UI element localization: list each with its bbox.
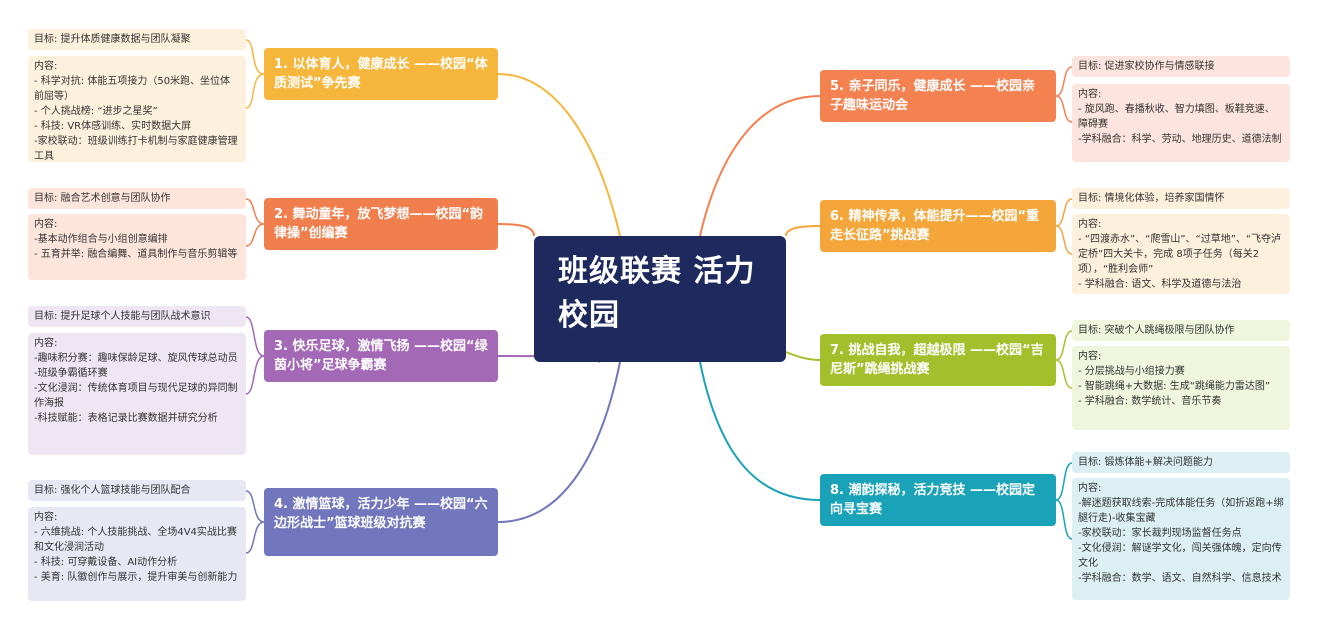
content-8: 内容: -解迷题获取线索-完成体能任务（如折返跑+绑腿行走)-收集宝藏 -家校联… bbox=[1072, 478, 1290, 600]
topic-6[interactable]: 6. 精神传承，体能提升——校园“重走长征路”挑战赛 bbox=[820, 200, 1056, 252]
link-center-topic-8 bbox=[699, 361, 821, 501]
topic-8[interactable]: 8. 潮韵探秘，活力竞技 ——校园定向寻宝赛 bbox=[820, 474, 1056, 526]
link-topic-7-content bbox=[1055, 359, 1073, 389]
link-topic-3-content bbox=[245, 355, 265, 395]
link-topic-4-goal bbox=[245, 490, 265, 523]
content-4: 内容: - 六维挑战: 个人技能挑战、全场4V4实战比赛和文化浸润活动 - 科技… bbox=[28, 507, 246, 601]
link-topic-2-goal bbox=[245, 198, 265, 225]
topic-4[interactable]: 4. 激情篮球，活力少年 ——校园“六边形战士”篮球班级对抗赛 bbox=[264, 488, 498, 556]
central-topic[interactable]: 班级联赛 活力校园 bbox=[534, 236, 786, 362]
link-topic-5-content bbox=[1055, 95, 1073, 123]
goal-7: 目标: 突破个人跳绳极限与团队协作 bbox=[1072, 320, 1290, 341]
link-topic-2-content bbox=[245, 223, 265, 247]
link-topic-1-content bbox=[245, 73, 265, 109]
link-topic-4-content bbox=[245, 521, 265, 554]
goal-6: 目标: 情境化体验，培养家国情怀 bbox=[1072, 188, 1290, 209]
goal-4: 目标: 强化个人篮球技能与团队配合 bbox=[28, 480, 246, 501]
topic-2[interactable]: 2. 舞动童年，放飞梦想——校园“韵律操”创编赛 bbox=[264, 198, 498, 250]
topic-3[interactable]: 3. 快乐足球，激情飞扬 ——校园“绿茵小将”足球争霸赛 bbox=[264, 330, 498, 382]
link-topic-7-goal bbox=[1055, 330, 1073, 361]
link-center-topic-6 bbox=[785, 225, 821, 237]
goal-5: 目标: 促进家校协作与情感联接 bbox=[1072, 56, 1290, 77]
content-1: 内容: - 科学对抗: 体能五项接力（50米跑、坐位体前屈等） - 个人挑战榜:… bbox=[28, 56, 246, 162]
topic-1[interactable]: 1. 以体育人，健康成长 ——校园“体质测试”争先赛 bbox=[264, 48, 498, 100]
content-5: 内容: - 旋风跑、春播秋收、智力填图、板鞋竞速、障碍赛 -学科融合：科学、劳动… bbox=[1072, 84, 1290, 162]
link-topic-3-goal bbox=[245, 316, 265, 357]
topic-5[interactable]: 5. 亲子同乐，健康成长 ——校园亲子趣味运动会 bbox=[820, 70, 1056, 122]
content-7: 内容: - 分层挑战与小组接力赛 - 智能跳绳+大数据: 生成“跳绳能力雷达图”… bbox=[1072, 346, 1290, 430]
content-2: 内容: -基本动作组合与小组创意编排 - 五育并举: 融合编舞、道具制作与音乐剪… bbox=[28, 214, 246, 280]
goal-8: 目标: 锻炼体能+解决问题能力 bbox=[1072, 452, 1290, 473]
content-6: 内容: - “四渡赤水”、“爬雪山”、“过草地”、“飞夺泸定桥”四大关卡，完成 … bbox=[1072, 214, 1290, 294]
link-topic-8-content bbox=[1055, 499, 1073, 540]
link-topic-6-content bbox=[1055, 225, 1073, 255]
link-topic-5-goal bbox=[1055, 66, 1073, 97]
link-topic-8-goal bbox=[1055, 462, 1073, 501]
goal-3: 目标: 提升足球个人技能与团队战术意识 bbox=[28, 306, 246, 327]
link-topic-6-goal bbox=[1055, 198, 1073, 227]
goal-2: 目标: 融合艺术创意与团队协作 bbox=[28, 188, 246, 209]
link-center-topic-1 bbox=[497, 73, 621, 237]
content-3: 内容: -趣味积分赛：趣味保龄足球、旋风传球总动员 -班级争霸循环赛 -文化浸润… bbox=[28, 333, 246, 455]
goal-1: 目标: 提升体质健康数据与团队凝聚 bbox=[28, 29, 246, 50]
link-center-topic-5 bbox=[699, 95, 821, 237]
topic-7[interactable]: 7. 挑战自我，超越极限 ——校园“吉尼斯”跳绳挑战赛 bbox=[820, 334, 1056, 386]
link-center-topic-4 bbox=[497, 361, 621, 523]
link-center-topic-2 bbox=[497, 223, 535, 237]
link-center-topic-7 bbox=[785, 351, 821, 361]
link-topic-1-goal bbox=[245, 39, 265, 75]
